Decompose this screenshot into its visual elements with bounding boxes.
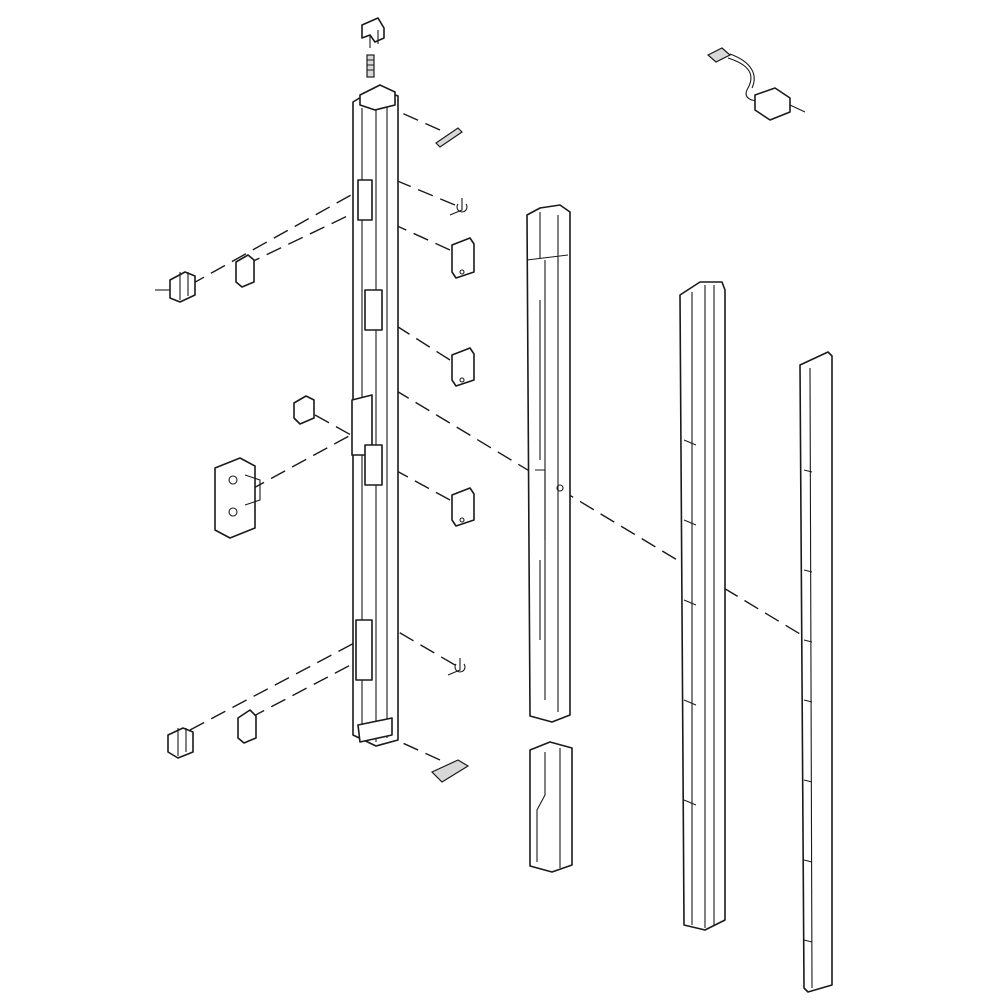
- trim-lower: [529, 741, 573, 873]
- hinge-upper: [155, 271, 196, 303]
- torsion-spring-top: [449, 198, 468, 216]
- door-strip: [799, 351, 833, 993]
- trim-upper: [526, 204, 571, 723]
- hinge-lower: [167, 727, 194, 759]
- hinge-bushing-upper: [235, 254, 255, 288]
- spring: [366, 54, 375, 78]
- assembly-lines: [189, 109, 811, 761]
- cover-plate-2: [451, 347, 475, 387]
- stop-block: [293, 395, 315, 425]
- main-hinge-rail: [351, 84, 399, 747]
- torsion-spring-bottom: [447, 658, 466, 676]
- mounting-bracket: [214, 457, 261, 539]
- cover-plate-1: [451, 237, 475, 279]
- hinge-bushing-lower: [237, 709, 257, 744]
- door-channel: [679, 281, 726, 931]
- pin-top: [435, 127, 463, 148]
- cover-plate-3: [451, 487, 475, 527]
- top-clip: [361, 17, 385, 48]
- end-cap-bottom: [430, 759, 470, 783]
- wire-harness: [706, 47, 806, 121]
